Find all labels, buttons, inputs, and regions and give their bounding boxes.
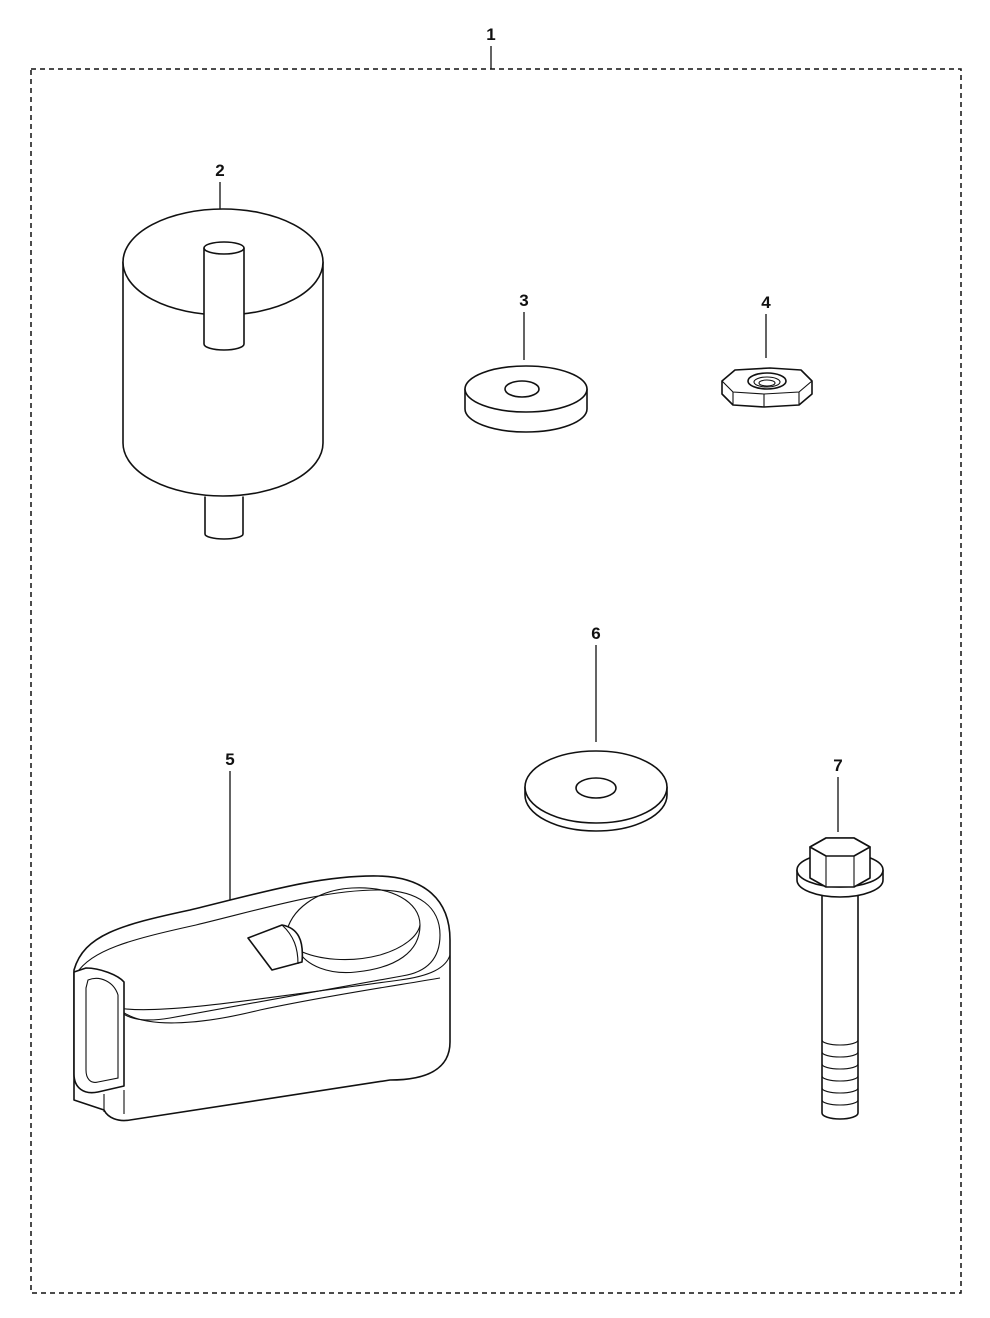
part-2[interactable]: 2	[122, 161, 324, 540]
callout-label: 6	[591, 624, 600, 643]
callout-label: 5	[225, 750, 234, 769]
flange-bolt-icon	[796, 837, 884, 1120]
kit-boundary	[30, 68, 962, 1294]
callout-label: 4	[761, 293, 771, 312]
spacer-washer-icon	[464, 365, 588, 433]
part-3[interactable]: 3	[464, 291, 588, 433]
hex-nut-icon	[721, 367, 813, 408]
callout-label: 7	[833, 756, 842, 775]
callout-1[interactable]: 1	[486, 25, 496, 69]
part-5[interactable]: 5	[73, 750, 451, 1122]
rubber-vibration-mount-icon	[122, 208, 324, 540]
callout-label: 3	[519, 291, 528, 310]
callout-label: 1	[486, 25, 495, 44]
part-6[interactable]: 6	[524, 624, 668, 832]
part-4[interactable]: 4	[721, 293, 813, 408]
rubber-cover-icon	[73, 875, 451, 1122]
flat-washer-icon	[524, 750, 668, 832]
callout-label: 2	[215, 161, 224, 180]
part-7[interactable]: 7	[796, 756, 884, 1120]
